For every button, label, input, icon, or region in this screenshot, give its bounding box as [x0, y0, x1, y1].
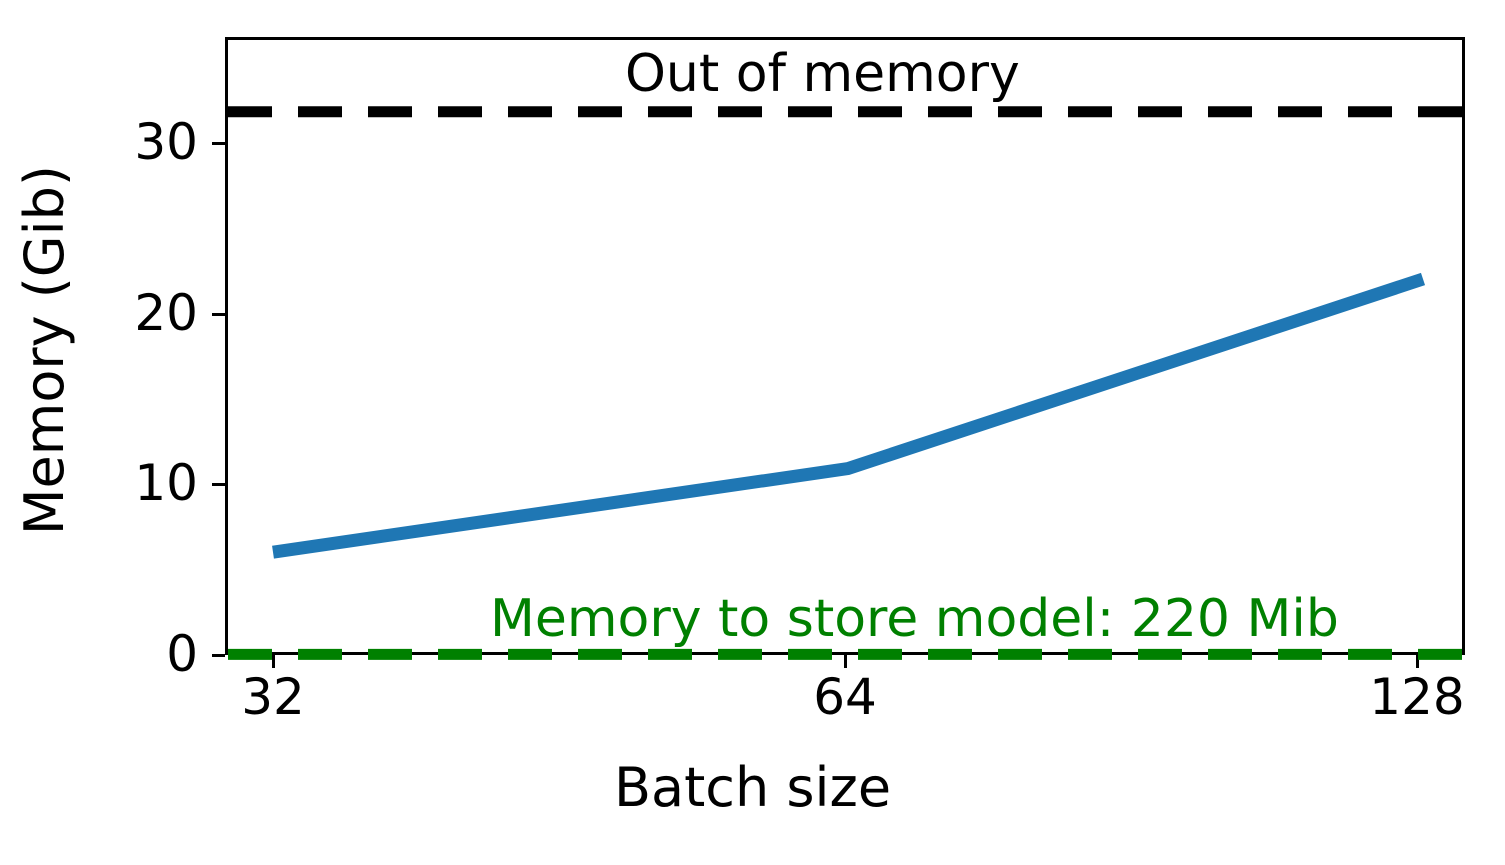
y-tick-mark-0: [212, 654, 225, 657]
plot-svg: [228, 106, 1468, 660]
x-tick-mark-32: [272, 655, 275, 668]
x-axis-label: Batch size: [613, 756, 892, 819]
series-layer: [228, 106, 1468, 660]
y-tick-label-10: 10: [134, 454, 198, 512]
y-axis-label-container: Memory (Gib): [0, 0, 90, 700]
y-tick-mark-20: [212, 313, 225, 316]
x-tick-mark-64: [844, 655, 847, 668]
x-tick-mark-128: [1416, 655, 1419, 668]
x-tick-label-64: 64: [813, 668, 877, 726]
y-tick-mark-30: [212, 142, 225, 145]
plot-area: [225, 37, 1468, 660]
model-memory-annotation: Memory to store model: 220 Mib: [490, 589, 1339, 649]
x-tick-label-32: 32: [241, 668, 305, 726]
y-tick-label-30: 30: [134, 113, 198, 171]
y-tick-label-0: 0: [166, 625, 198, 683]
y-tick-label-20: 20: [134, 284, 198, 342]
x-tick-label-128: 128: [1369, 668, 1465, 726]
plot-surface: [228, 40, 1468, 660]
y-tick-mark-10: [212, 483, 225, 486]
out-of-memory-annotation: Out of memory: [625, 44, 1020, 104]
data-line-0: [272, 272, 1426, 559]
y-axis-label: Memory (Gib): [12, 164, 76, 536]
